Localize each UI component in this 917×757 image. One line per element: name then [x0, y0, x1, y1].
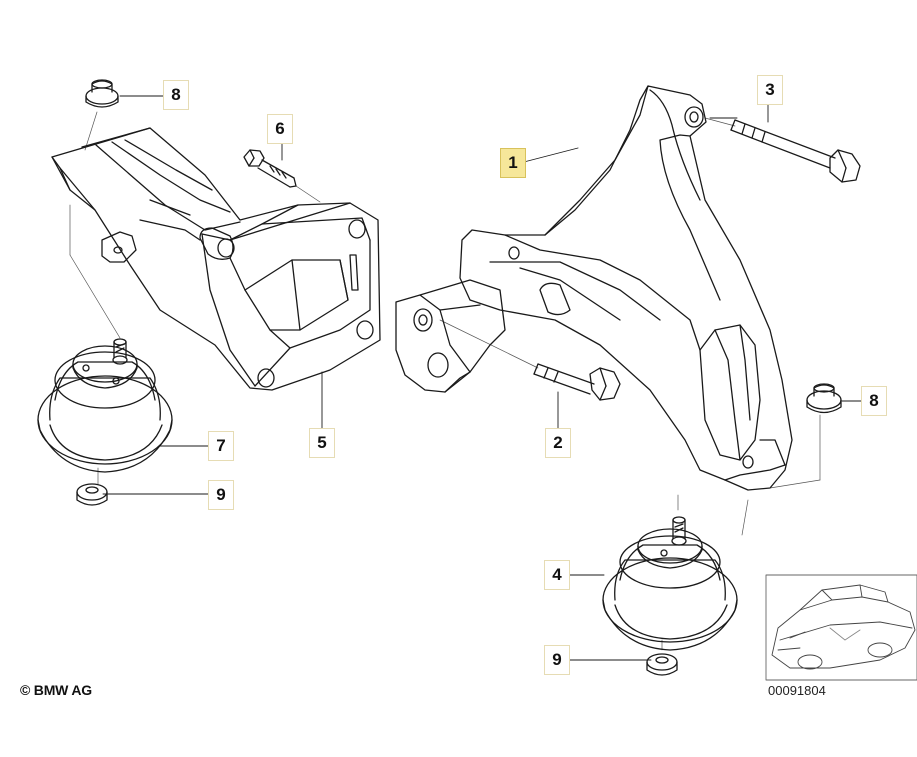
- callout-9-left[interactable]: 9: [208, 480, 234, 510]
- engine-mount-4: [602, 516, 738, 651]
- callout-2[interactable]: 2: [545, 428, 571, 458]
- nut-9-right: [646, 653, 678, 676]
- vehicle-thumbnail: [765, 574, 917, 681]
- copyright-label: © BMW AG: [20, 682, 92, 698]
- bolt-6: [243, 149, 297, 188]
- diagram-reference-number: 00091804: [768, 683, 826, 698]
- bracket-5: [51, 127, 381, 391]
- callout-1[interactable]: 1: [500, 148, 526, 178]
- callout-8-right[interactable]: 8: [861, 386, 887, 416]
- engine-mount-7: [37, 338, 173, 473]
- callout-5[interactable]: 5: [309, 428, 335, 458]
- callout-7[interactable]: 7: [208, 431, 234, 461]
- callout-3[interactable]: 3: [757, 75, 783, 105]
- callout-9-right[interactable]: 9: [544, 645, 570, 675]
- bolt-3: [730, 119, 861, 183]
- bracket-1: [395, 85, 793, 491]
- alignment-lines: [69, 111, 821, 651]
- nut-9-left: [76, 483, 108, 506]
- leader-lines: [102, 95, 862, 661]
- callout-6[interactable]: 6: [267, 114, 293, 144]
- nut-8-right: [806, 383, 842, 414]
- callout-4[interactable]: 4: [544, 560, 570, 590]
- bolt-2: [533, 363, 621, 401]
- nut-8-top-left: [85, 79, 119, 108]
- callout-8-top-left[interactable]: 8: [163, 80, 189, 110]
